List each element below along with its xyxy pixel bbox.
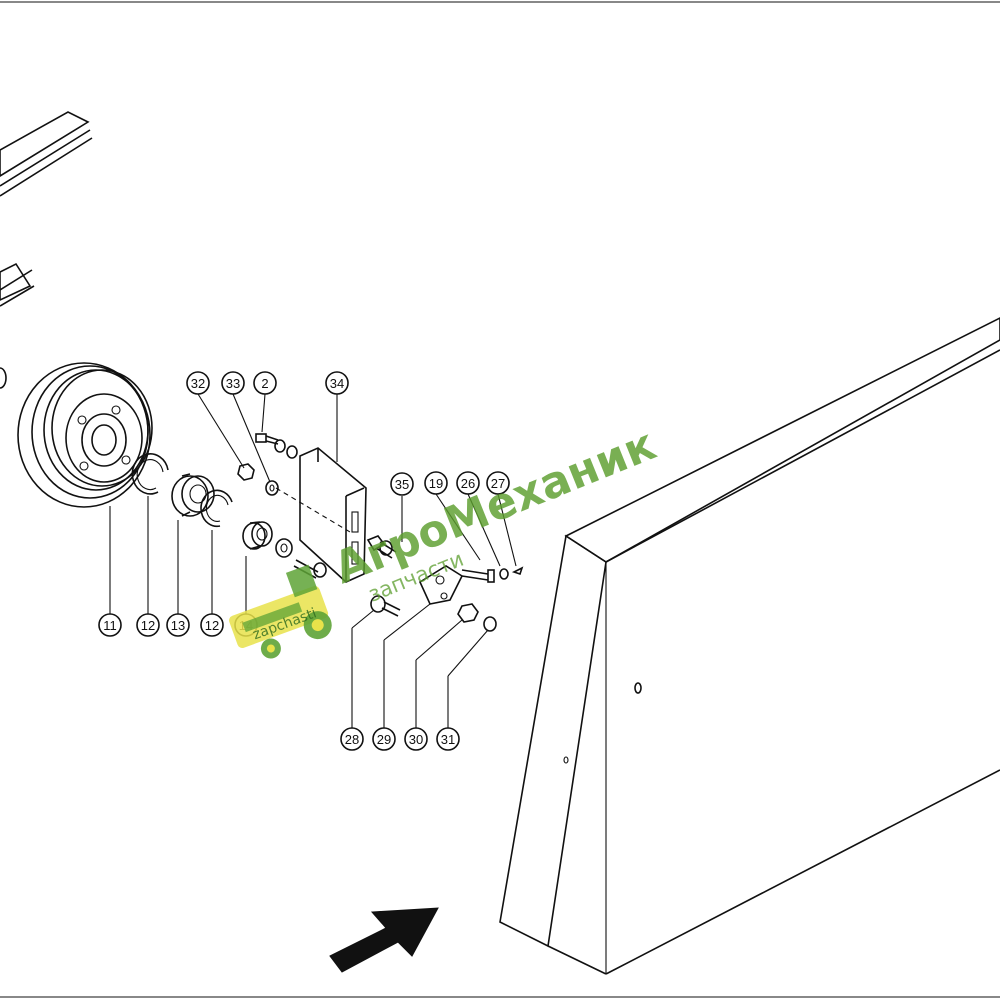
callout-33: 33 [221, 371, 245, 395]
tension-bracket [418, 565, 464, 605]
callout-13: 13 [166, 613, 190, 637]
leader-lines [109, 393, 517, 728]
stud-28 [370, 595, 401, 617]
callout-34: 34 [325, 371, 349, 395]
svg-text:13: 13 [171, 618, 185, 633]
washer-33 [265, 480, 279, 496]
nut-30 [457, 603, 479, 623]
bearing [171, 473, 215, 517]
callout-19: 19 [424, 471, 448, 495]
side-panel [499, 317, 1000, 975]
bolt-35 [366, 535, 397, 559]
snap-ring-second [200, 489, 233, 528]
svg-text:27: 27 [491, 476, 505, 491]
callout-26: 26 [456, 471, 480, 495]
svg-text:26: 26 [461, 476, 475, 491]
callout-27: 27 [486, 471, 510, 495]
svg-text:31: 31 [441, 732, 455, 747]
callout-2: 2 [253, 371, 277, 395]
callout-32: 32 [186, 371, 210, 395]
callout-28: 28 [340, 727, 364, 751]
callout-12: 12 [136, 613, 160, 637]
pulley [17, 362, 153, 508]
callout-30: 30 [404, 727, 428, 751]
svg-text:19: 19 [429, 476, 443, 491]
svg-text:2: 2 [261, 376, 268, 391]
callout-11: 11 [98, 613, 122, 637]
svg-text:12: 12 [141, 618, 155, 633]
bolt-19 [461, 569, 495, 583]
washer-26 [499, 568, 509, 580]
svg-text:12: 12 [205, 618, 219, 633]
svg-text:11: 11 [103, 618, 117, 633]
bushing [242, 521, 273, 550]
callout-29: 29 [372, 727, 396, 751]
callout-12-second: 12 [200, 613, 224, 637]
drive-belt [0, 111, 93, 389]
svg-text:34: 34 [330, 376, 344, 391]
washer [275, 538, 293, 558]
bolt-2 [255, 433, 298, 459]
svg-text:35: 35 [395, 477, 409, 492]
callout-35: 35 [390, 472, 414, 496]
pin-27 [511, 566, 524, 576]
svg-text:32: 32 [191, 376, 205, 391]
direction-arrow-icon [329, 907, 439, 973]
callout-31: 31 [436, 727, 460, 751]
svg-text:30: 30 [409, 732, 423, 747]
ring-31 [483, 616, 497, 632]
svg-text:33: 33 [226, 376, 240, 391]
nut-32 [237, 463, 255, 481]
svg-text:АгроМеханик: АгроМеханик [327, 419, 663, 594]
tractor-logo-icon: zapchasti [229, 564, 332, 659]
svg-text:29: 29 [377, 732, 391, 747]
snap-ring [131, 453, 169, 495]
svg-text:28: 28 [345, 732, 359, 747]
nut-small [379, 540, 393, 556]
cover-plate [275, 447, 367, 583]
